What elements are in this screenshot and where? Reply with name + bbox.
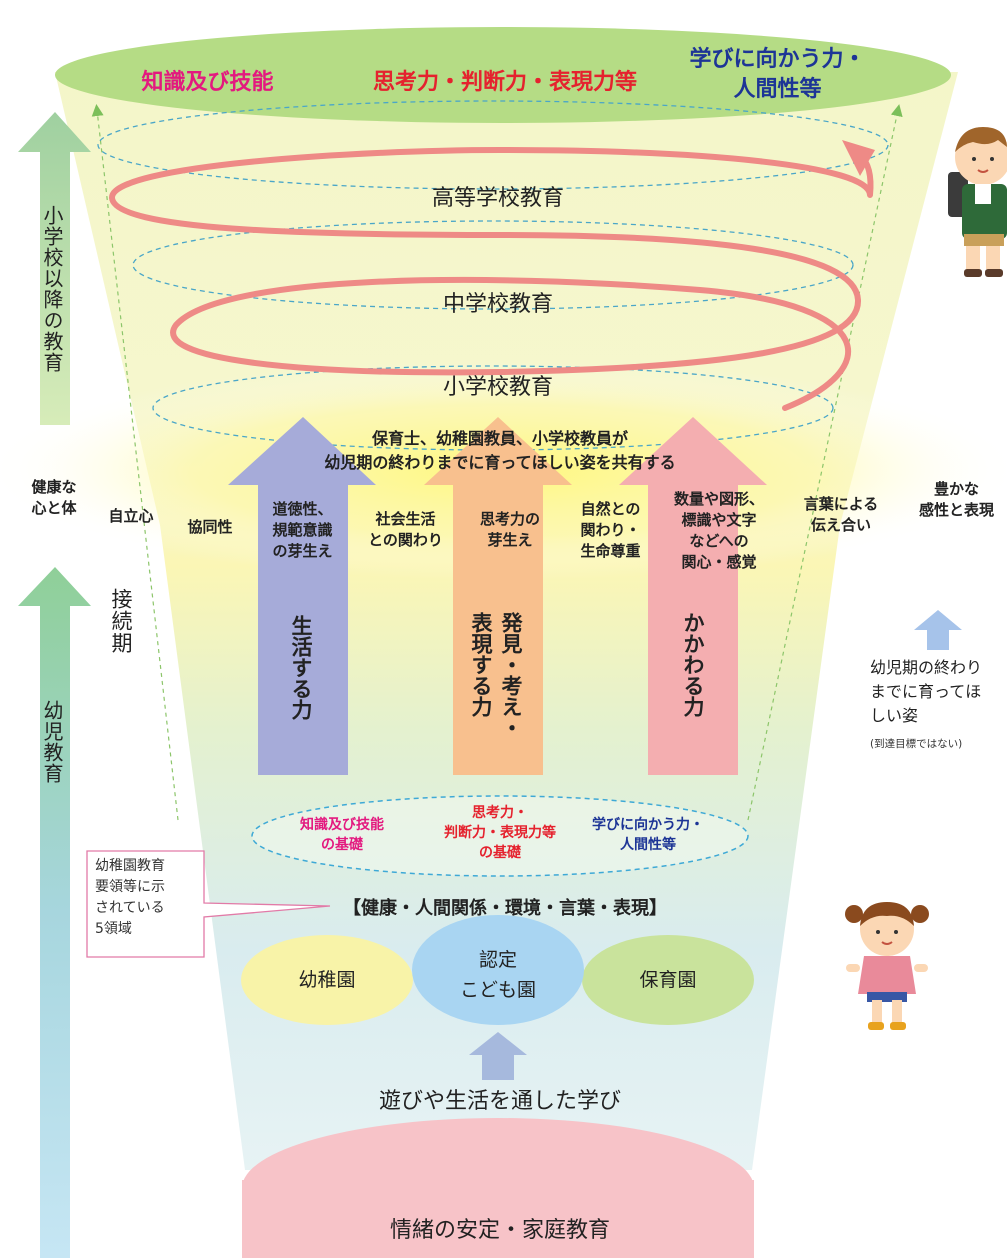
- school-middle: 中学校教育: [442, 292, 553, 317]
- goal-learning-line2: 人間性等: [733, 77, 822, 102]
- foundation-thinking: 思考力・ 判断力・表現力等 の基礎: [420, 803, 580, 863]
- figure-cooperation-line1: 協同性: [187, 518, 233, 536]
- right-note-line2: までに育ってほ: [870, 682, 982, 701]
- figure-morality-line2: 規範意識: [272, 521, 333, 539]
- figure-health-line2: 心と体: [31, 499, 77, 517]
- foundation-learning-line1: 学びに向かう力・: [592, 817, 704, 833]
- figure-numbers-line3: などへの: [689, 532, 749, 550]
- figure-nature-line1: 自然との: [580, 500, 641, 518]
- figure-morality-line3: の芽生え: [272, 542, 333, 560]
- figure-numbers-line4: 関心・感覚: [681, 553, 757, 571]
- facility-nursery: 保育園: [639, 969, 697, 991]
- shared-statement-line1: 保育士、幼稚園教員、小学校教員が: [371, 429, 628, 448]
- figure-independence-line1: 自立心: [108, 507, 154, 525]
- shared-statement: 保育士、幼稚園教員、小学校教員が 幼児期の終わりまでに育ってほしい姿を共有する: [280, 427, 720, 475]
- foundation-thinking-line3: の基礎: [479, 845, 521, 861]
- axis-upper-label: 小学校以降の教育: [40, 205, 64, 373]
- figure-cooperation: 協同性: [174, 517, 246, 538]
- figure-expression-line1: 豊かな: [933, 480, 979, 498]
- axis-lower-label: 幼児教育: [40, 700, 64, 784]
- arrow-discover-line2: 表現する力: [469, 612, 493, 717]
- foundation-knowledge-line1: 知識及び技能: [300, 817, 384, 833]
- figure-numbers-line1: 数量や図形、: [673, 490, 764, 508]
- foundation-knowledge: 知識及び技能 の基礎: [282, 815, 402, 855]
- domains-callout-line1: 幼稚園教育: [95, 858, 165, 874]
- shared-statement-line2: 幼児期の終わりまでに育ってほしい姿を共有する: [324, 453, 676, 472]
- figure-expression: 豊かな 感性と表現: [906, 479, 1007, 521]
- foundation-thinking-line2: 判断力・表現力等: [444, 825, 556, 841]
- girl-illustration: [845, 902, 929, 1030]
- arrow-living-label: 生活する力: [289, 615, 313, 720]
- figure-language-line1: 言葉による: [803, 495, 879, 513]
- school-elementary: 小学校教育: [442, 375, 553, 400]
- figure-social-line2: との関わり: [368, 531, 443, 549]
- figure-numbers-line2: 標識や文字: [681, 511, 757, 529]
- goal-knowledge: 知識及び技能: [141, 70, 274, 95]
- figure-thinking-line2: 芽生え: [487, 531, 533, 549]
- domains-callout: 幼稚園教育 要領等に示 されている 5領域: [95, 856, 203, 940]
- goal-learning: 学びに向かう力・ 人間性等: [665, 45, 890, 105]
- right-note-sub: (到達目標ではない): [870, 738, 963, 750]
- figure-health: 健康な 心と体: [14, 477, 94, 519]
- figure-numbers: 数量や図形、 標識や文字 などへの 関心・感覚: [663, 489, 775, 573]
- figure-morality-line1: 道徳性、: [272, 500, 333, 518]
- figure-thinking: 思考力の 芽生え: [465, 509, 555, 551]
- domains-callout-line3: されている: [95, 900, 165, 916]
- goal-thinking: 思考力・判断力・表現力等: [372, 70, 637, 95]
- facility-certified: 認定 こども園: [430, 945, 566, 1005]
- foundation-learning: 学びに向かう力・ 人間性等: [578, 815, 718, 855]
- learning-through-play: 遊びや生活を通した学び: [378, 1089, 621, 1114]
- right-note-line3: しい姿: [870, 706, 919, 725]
- figure-morality: 道徳性、 規範意識 の芽生え: [255, 499, 350, 562]
- right-note-line1: 幼児期の終わり: [870, 658, 983, 677]
- figure-thinking-line1: 思考力の: [479, 510, 540, 528]
- base-label: 情緒の安定・家庭教育: [389, 1218, 610, 1243]
- figure-language: 言葉による 伝え合い: [790, 494, 892, 536]
- boy-illustration: [948, 127, 1007, 277]
- foundation-knowledge-line2: の基礎: [321, 837, 363, 853]
- figure-social: 社会生活 との関わり: [358, 509, 453, 551]
- transition-period-label: 接続期: [109, 588, 133, 654]
- figure-health-line1: 健康な: [31, 478, 77, 496]
- figure-social-line1: 社会生活: [375, 510, 436, 528]
- domains-callout-line4: 5領域: [95, 921, 132, 937]
- figure-nature: 自然との 関わり・ 生命尊重: [563, 499, 658, 562]
- arrow-relate-label: かかわる力: [681, 612, 705, 717]
- goal-learning-line1: 学びに向かう力・: [689, 47, 866, 72]
- figure-nature-line2: 関わり・: [580, 521, 641, 539]
- foundation-thinking-line1: 思考力・: [472, 805, 528, 821]
- five-domains: 【健康・人間関係・環境・言葉・表現】: [343, 898, 667, 919]
- foundation-learning-line2: 人間性等: [620, 837, 676, 853]
- domains-callout-line2: 要領等に示: [95, 879, 165, 895]
- right-note: 幼児期の終わり までに育ってほ しい姿 (到達目標ではない): [870, 656, 1004, 756]
- figure-language-line2: 伝え合い: [810, 516, 871, 534]
- facility-certified-line1: 認定: [478, 949, 517, 971]
- arrow-discover-line1: 発見・考え・: [499, 612, 523, 738]
- arrow-discover-label: 発見・考え・ 表現する力: [468, 612, 524, 762]
- figure-expression-line2: 感性と表現: [918, 501, 994, 519]
- figure-independence: 自立心: [96, 506, 166, 527]
- facility-kindergarten: 幼稚園: [298, 969, 356, 991]
- school-high: 高等学校教育: [431, 186, 564, 211]
- figure-nature-line3: 生命尊重: [580, 542, 641, 560]
- facility-certified-line2: こども園: [459, 979, 536, 1001]
